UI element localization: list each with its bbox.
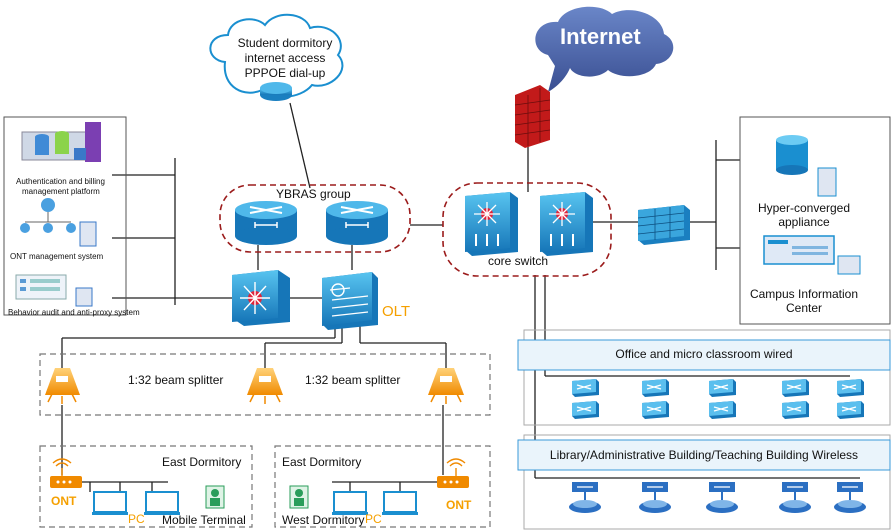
hyper-label-2: appliance xyxy=(778,215,830,229)
office-switch-group xyxy=(572,379,864,419)
pc-3-icon xyxy=(332,491,368,515)
office-switch-icon xyxy=(782,401,809,419)
ont-device-2-icon xyxy=(437,458,469,488)
west-dorm-label: West Dormitory xyxy=(282,513,365,527)
east-dorm-label-2: East Dormitory xyxy=(282,455,362,469)
office-switch-icon xyxy=(837,401,864,419)
splitter-label-1: 1:32 beam splitter xyxy=(128,373,224,387)
olt-label: OLT xyxy=(382,303,411,320)
splitter-area xyxy=(39,353,491,416)
splitter-2-icon xyxy=(247,368,283,404)
library-banner xyxy=(517,439,891,471)
audit-system-icon xyxy=(15,274,93,307)
auth-label-2: management platform xyxy=(22,187,100,196)
campus-label-1: Campus Information xyxy=(749,287,859,301)
east-dormitory-area-2 xyxy=(274,445,491,528)
east-dormitory-area-1 xyxy=(39,445,253,528)
audit-label: Behavior audit and anti-proxy system xyxy=(8,308,140,317)
splitter-label-2: 1:32 beam splitter xyxy=(305,373,401,387)
office-switch-icon xyxy=(709,379,736,397)
core-switch-label: core switch xyxy=(488,254,549,268)
campus-info-display-icon xyxy=(763,235,861,275)
pc-4-icon xyxy=(382,491,418,515)
ont-device-1-icon xyxy=(50,458,82,488)
office-switch-icon xyxy=(572,379,599,397)
office-switch-icon xyxy=(709,401,736,419)
wireless-ap-group xyxy=(569,482,866,513)
cloud-label-3: PPPOE dial-up xyxy=(244,66,326,80)
splitter-1-icon xyxy=(45,368,80,404)
core-switch-2-icon xyxy=(540,192,593,256)
ont-label-2: ONT xyxy=(446,498,472,512)
ont-label-1: ONT xyxy=(51,494,77,508)
office-switch-icon xyxy=(642,401,669,419)
pc-1-icon xyxy=(92,491,128,515)
wireless-ap-icon xyxy=(639,482,671,513)
hyper-converged-storage-icon xyxy=(776,135,837,197)
office-switch-icon xyxy=(837,379,864,397)
cloud-label-1: Student dormitory xyxy=(237,36,333,50)
office-switch-icon xyxy=(782,379,809,397)
core-switch-boundary xyxy=(442,182,612,277)
campus-label-2: Center xyxy=(785,301,823,315)
firewall-icon xyxy=(514,85,551,148)
ont-management-icon xyxy=(20,198,97,247)
wireless-ap-icon xyxy=(706,482,738,513)
cloud-router-icon xyxy=(260,82,292,101)
olt-device-icon xyxy=(322,272,378,330)
wireless-ap-icon xyxy=(779,482,811,513)
office-banner xyxy=(517,339,891,371)
pc-label-2: PC xyxy=(365,512,382,526)
connection-lines xyxy=(61,102,860,492)
office-switch-icon xyxy=(642,379,669,397)
mobile-terminal-2-icon xyxy=(289,485,309,509)
office-section xyxy=(523,329,891,426)
auth-label-1: Authentication and billing xyxy=(16,177,105,186)
internet-label: Internet xyxy=(560,24,641,49)
east-dorm-label-1: East Dormitory xyxy=(162,455,242,469)
mobile-terminal-1-icon xyxy=(205,485,225,509)
splitter-3-icon xyxy=(428,368,464,404)
wireless-ap-icon xyxy=(569,482,601,513)
internet-cloud-icon xyxy=(535,6,674,92)
database-cluster-icon xyxy=(21,122,101,162)
aggregation-switch-icon xyxy=(232,270,290,326)
management-panel xyxy=(3,116,127,316)
datacenter-firewall-icon xyxy=(637,205,690,245)
pc-label-1: PC xyxy=(128,512,145,526)
ont-mgmt-label: ONT management system xyxy=(10,252,104,261)
wireless-ap-icon xyxy=(834,482,866,513)
ybras-group-boundary xyxy=(219,184,411,253)
library-section xyxy=(523,434,891,530)
pc-2-icon xyxy=(144,491,180,515)
office-switch-icon xyxy=(572,401,599,419)
ybras-router-2-icon xyxy=(326,201,388,245)
library-banner-label: Library/Administrative Building/Teaching… xyxy=(549,448,859,462)
core-switch-1-icon xyxy=(465,192,518,256)
ybras-router-1-icon xyxy=(235,201,297,245)
ybras-group-label: YBRAS group xyxy=(276,187,351,201)
mobile-terminal-label: Mobile Terminal xyxy=(162,513,246,527)
data-center-panel xyxy=(739,116,891,325)
office-banner-label: Office and micro classroom wired xyxy=(615,347,793,361)
hyper-label-1: Hyper-converged xyxy=(757,201,851,215)
cloud-label-2: internet access xyxy=(244,51,326,65)
